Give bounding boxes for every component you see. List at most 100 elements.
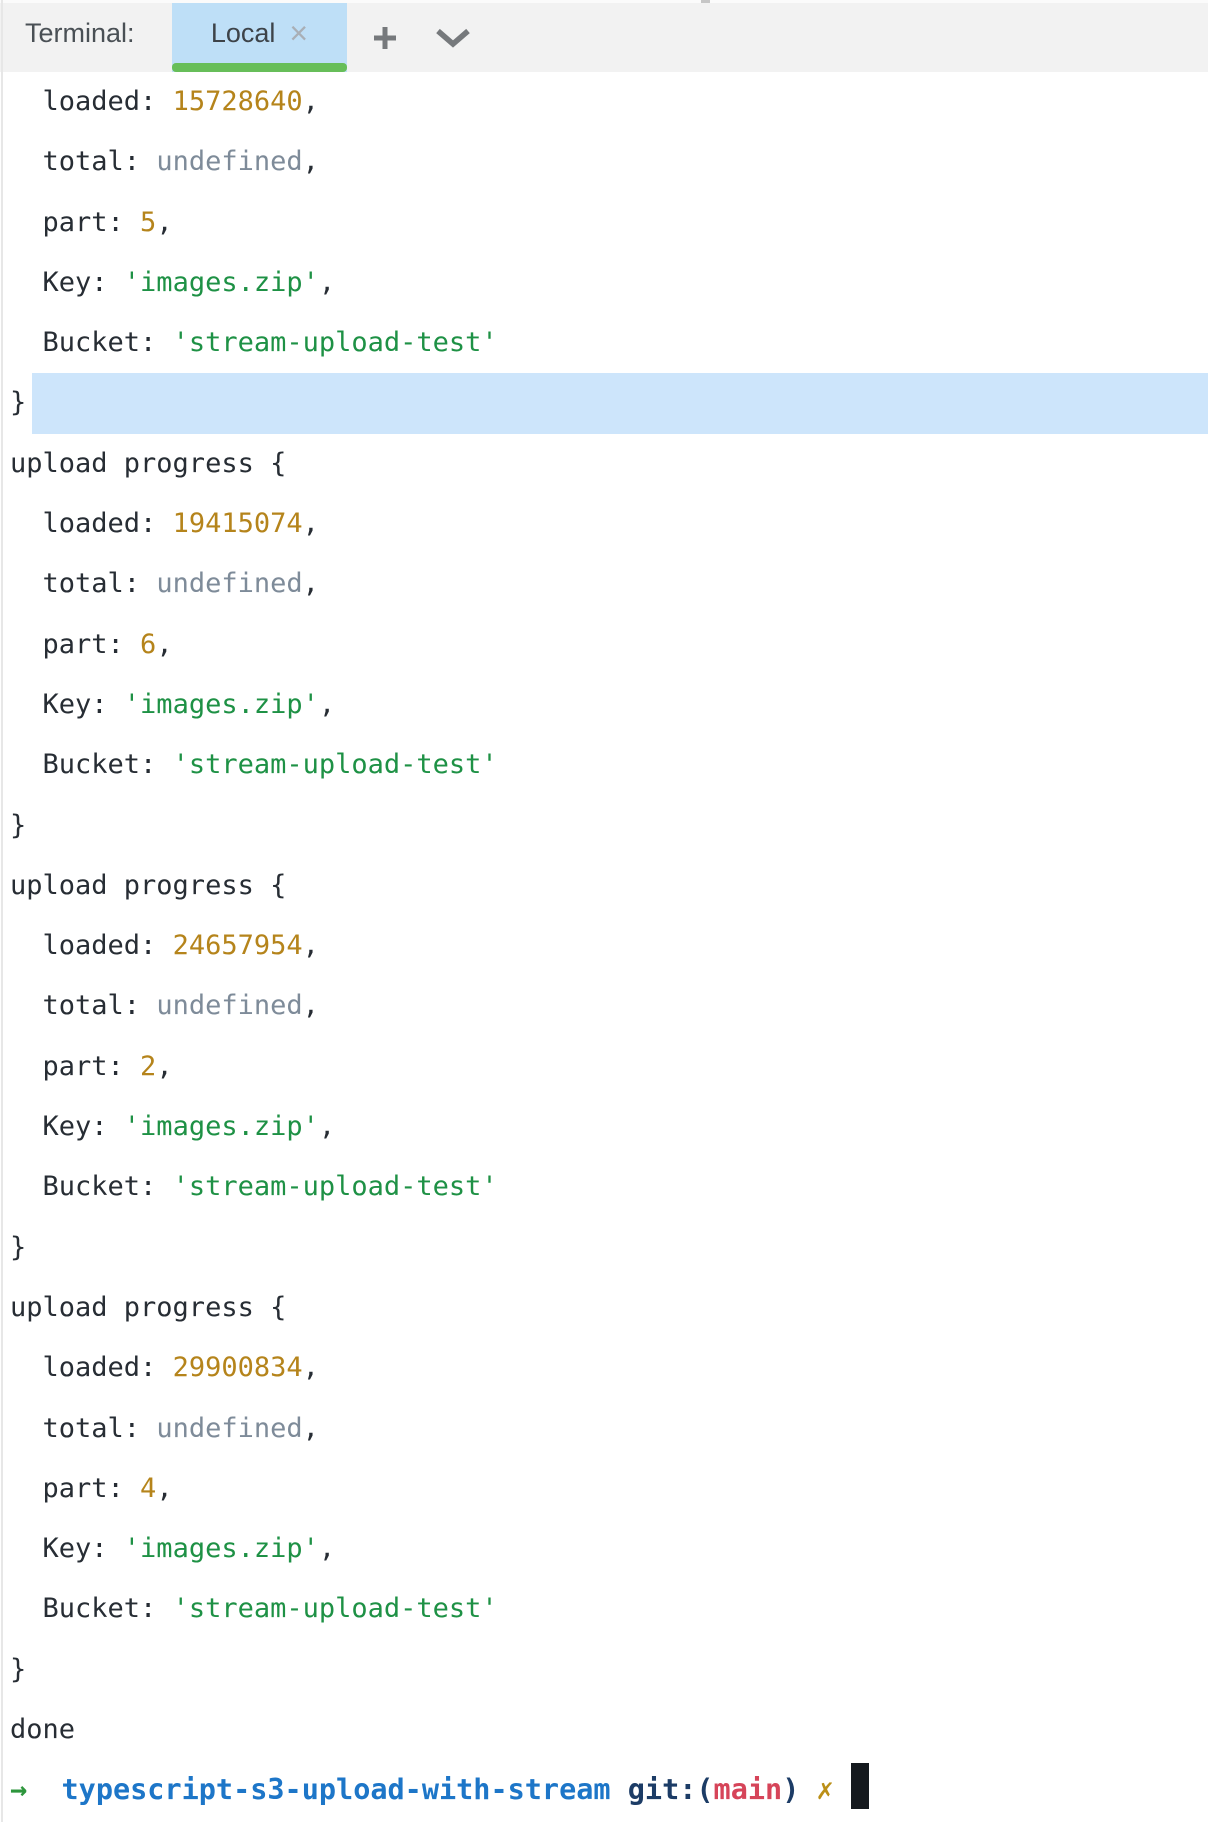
terminal-line: loaded: 15728640, bbox=[10, 72, 1208, 132]
terminal-line: Bucket: 'stream-upload-test' bbox=[10, 735, 1208, 795]
new-terminal-session-button[interactable] bbox=[362, 3, 408, 72]
terminal-line: } bbox=[10, 1640, 1208, 1700]
terminal-text-segment: Bucket: bbox=[10, 327, 173, 359]
tab-local-label: Local bbox=[210, 17, 276, 48]
terminal-text-segment: } bbox=[10, 387, 27, 419]
active-tab-underline bbox=[172, 63, 347, 72]
terminal-line: part: 4, bbox=[10, 1459, 1208, 1519]
terminal-text-segment: total: bbox=[10, 568, 157, 600]
terminal-line: } bbox=[10, 373, 1208, 434]
terminal-text-segment: total: bbox=[10, 146, 157, 178]
terminal-cursor[interactable] bbox=[850, 1763, 869, 1810]
terminal-text-segment: , bbox=[302, 146, 319, 178]
terminal-text-segment: done bbox=[10, 1714, 76, 1746]
terminal-text-segment: main bbox=[713, 1773, 783, 1807]
terminal-text-segment: Bucket: bbox=[10, 1593, 173, 1625]
terminal-text-segment: upload progress { bbox=[10, 869, 287, 901]
terminal-text-segment: } bbox=[10, 809, 27, 841]
terminal-text-segment: , bbox=[156, 628, 173, 660]
terminal-panel-label: Terminal: bbox=[25, 17, 135, 48]
terminal-text-segment: 4 bbox=[140, 1472, 157, 1504]
terminal-text-segment: Key: bbox=[10, 266, 124, 298]
terminal-text-segment: part: bbox=[10, 206, 141, 238]
terminal-text-segment: undefined bbox=[156, 568, 303, 600]
terminal-line: part: 6, bbox=[10, 615, 1208, 675]
terminal-text-segment: Bucket: bbox=[10, 1171, 173, 1203]
terminal-line: Bucket: 'stream-upload-test' bbox=[10, 1157, 1208, 1217]
terminal-text-segment: Key: bbox=[10, 688, 124, 720]
terminal-text-segment: part: bbox=[10, 628, 141, 660]
terminal-line: total: undefined, bbox=[10, 132, 1208, 192]
terminal-line: upload progress { bbox=[10, 856, 1208, 916]
terminal-text-segment: Bucket: bbox=[10, 749, 173, 781]
terminal-text-segment: , bbox=[318, 1111, 336, 1143]
terminal-text-segment: 6 bbox=[140, 628, 157, 660]
close-icon[interactable]: × bbox=[289, 15, 309, 51]
terminal-text-segment: loaded: bbox=[10, 930, 173, 962]
terminal-line: } bbox=[10, 1218, 1208, 1278]
terminal-text-segment: ✗ bbox=[816, 1773, 834, 1807]
terminal-output[interactable]: loaded: 15728640, total: undefined, part… bbox=[0, 72, 1208, 1822]
terminal-text-segment: git:( bbox=[627, 1773, 714, 1807]
terminal-line: total: undefined, bbox=[10, 554, 1208, 614]
selection-highlight bbox=[32, 373, 1208, 434]
terminal-text-segment: 29900834 bbox=[172, 1352, 303, 1384]
terminal-prompt-line: → typescript-s3-upload-with-stream git:(… bbox=[10, 1760, 1208, 1820]
terminal-line: Bucket: 'stream-upload-test' bbox=[10, 1579, 1208, 1639]
terminal-text-segment: undefined bbox=[156, 990, 303, 1022]
terminal-text-segment bbox=[834, 1773, 851, 1806]
terminal-line: Bucket: 'stream-upload-test' bbox=[10, 313, 1208, 373]
terminal-text-segment: part: bbox=[10, 1472, 141, 1504]
top-pane-divider bbox=[0, 0, 1208, 3]
terminal-text-segment: 'stream-upload-test' bbox=[172, 1593, 498, 1625]
terminal-text-segment: 'images.zip' bbox=[123, 266, 319, 298]
terminal-text-segment: loaded: bbox=[10, 86, 173, 117]
terminal-line: Key: 'images.zip', bbox=[10, 253, 1208, 313]
terminal-line: } bbox=[10, 796, 1208, 856]
terminal-line: upload progress { bbox=[10, 1278, 1208, 1338]
terminal-text-segment: , bbox=[156, 206, 173, 238]
terminal-text-segment: 'stream-upload-test' bbox=[172, 749, 498, 781]
terminal-text-segment: , bbox=[302, 568, 319, 600]
terminal-text-segment: 'images.zip' bbox=[123, 688, 319, 720]
terminal-line: part: 5, bbox=[10, 193, 1208, 253]
plus-icon bbox=[374, 26, 396, 49]
terminal-text-segment: 'images.zip' bbox=[123, 1533, 319, 1565]
terminal-text-segment: undefined bbox=[156, 1412, 303, 1444]
terminal-text-segment: , bbox=[156, 1472, 173, 1504]
chevron-down-icon bbox=[436, 28, 470, 48]
terminal-line: Key: 'images.zip', bbox=[10, 1519, 1208, 1579]
terminal-text-segment: total: bbox=[10, 990, 157, 1022]
terminal-text-segment: total: bbox=[10, 1412, 157, 1444]
terminal-line: done bbox=[10, 1700, 1208, 1760]
terminal-text-segment: ) bbox=[782, 1773, 800, 1807]
terminal-text-segment: , bbox=[302, 930, 319, 962]
terminal-text-segment: 'stream-upload-test' bbox=[172, 1171, 498, 1203]
terminal-line: total: undefined, bbox=[10, 976, 1208, 1036]
scrollbar-edge bbox=[701, 0, 710, 3]
terminal-text-segment: loaded: bbox=[10, 508, 173, 540]
terminal-text-segment: 2 bbox=[140, 1050, 157, 1082]
terminal-line: Key: 'images.zip', bbox=[10, 675, 1208, 735]
terminal-text-segment: upload progress { bbox=[10, 1291, 287, 1323]
terminal-text-segment: , bbox=[302, 990, 319, 1022]
terminal-text-segment: , bbox=[318, 688, 336, 720]
terminal-line: loaded: 24657954, bbox=[10, 916, 1208, 976]
terminal-line: part: 2, bbox=[10, 1037, 1208, 1097]
terminal-text-segment: , bbox=[302, 1352, 319, 1384]
terminal-line: loaded: 19415074, bbox=[10, 494, 1208, 554]
tab-local[interactable]: Local × bbox=[172, 3, 347, 72]
terminal-options-dropdown-button[interactable] bbox=[428, 3, 478, 72]
terminal-text-segment: upload progress { bbox=[10, 447, 287, 479]
terminal-line: upload progress { bbox=[10, 434, 1208, 494]
terminal-text-segment bbox=[611, 1773, 628, 1806]
terminal-text-segment: , bbox=[318, 266, 336, 298]
terminal-text-segment: 24657954 bbox=[172, 930, 303, 962]
terminal-text-segment: → bbox=[10, 1773, 28, 1807]
terminal-text-segment: part: bbox=[10, 1050, 141, 1082]
terminal-line: loaded: 29900834, bbox=[10, 1338, 1208, 1398]
terminal-text-segment: Key: bbox=[10, 1111, 124, 1143]
terminal-text-segment: 'stream-upload-test' bbox=[172, 327, 498, 359]
terminal-text-segment bbox=[799, 1773, 816, 1806]
terminal-text-segment: typescript-s3-upload-with-stream bbox=[61, 1773, 611, 1807]
